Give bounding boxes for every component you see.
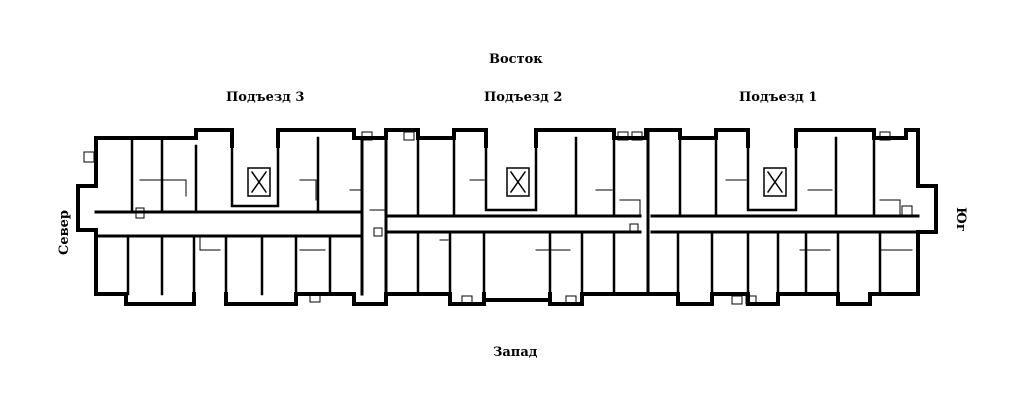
balcony-marks: [83, 131, 913, 305]
stairwells: [247, 167, 787, 197]
partitions: [126, 136, 882, 296]
compass-east-label: Восток: [489, 52, 543, 67]
outer-walls: [76, 128, 938, 306]
compass-west-label: Запад: [493, 345, 538, 360]
entrance-1-label: Подъезд 1: [739, 90, 818, 105]
entrance-2-label: Подъезд 2: [484, 90, 563, 105]
entrance-3-label: Подъезд 3: [226, 90, 305, 105]
detail-lines: [139, 179, 913, 251]
corridor-walls: [94, 128, 920, 296]
